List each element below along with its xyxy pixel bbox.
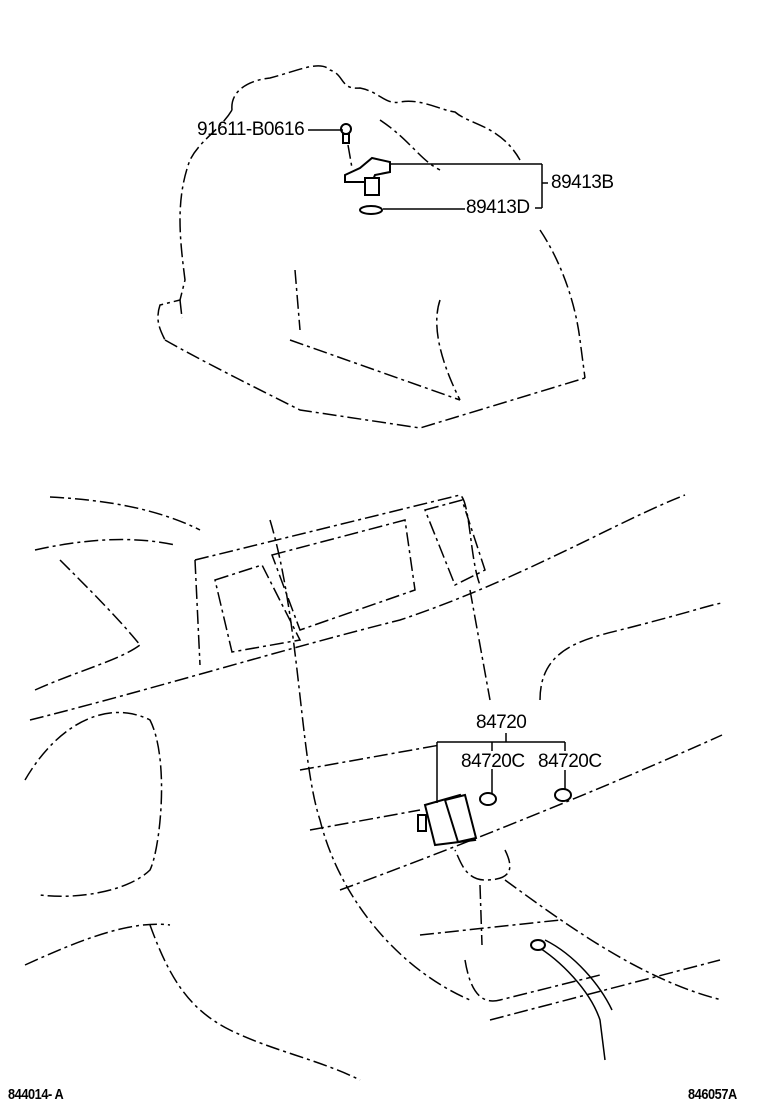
clip-icon	[479, 788, 572, 806]
part-label-clip-1: 84720C	[461, 751, 525, 772]
part-label-clip-2: 84720C	[538, 751, 602, 772]
console-outline	[24, 494, 723, 1081]
leader-lines-upper	[308, 129, 548, 210]
part-label-module: 84720	[476, 712, 527, 733]
part-label-sensor: 89413B	[551, 172, 614, 193]
illustration-code-left: 844014- A	[8, 1086, 64, 1103]
control-module-icon	[417, 793, 478, 847]
crankshaft-sensor-icon	[344, 156, 391, 196]
leader-lines-lower	[436, 733, 566, 803]
bolt-icon	[340, 123, 353, 169]
part-label-o-ring: 89413D	[466, 197, 530, 218]
transmission-outline	[157, 65, 586, 429]
o-ring-icon	[359, 205, 383, 215]
part-label-bolt: 91611-B0616	[197, 119, 305, 140]
illustration-code-right: 846057A	[688, 1086, 737, 1103]
